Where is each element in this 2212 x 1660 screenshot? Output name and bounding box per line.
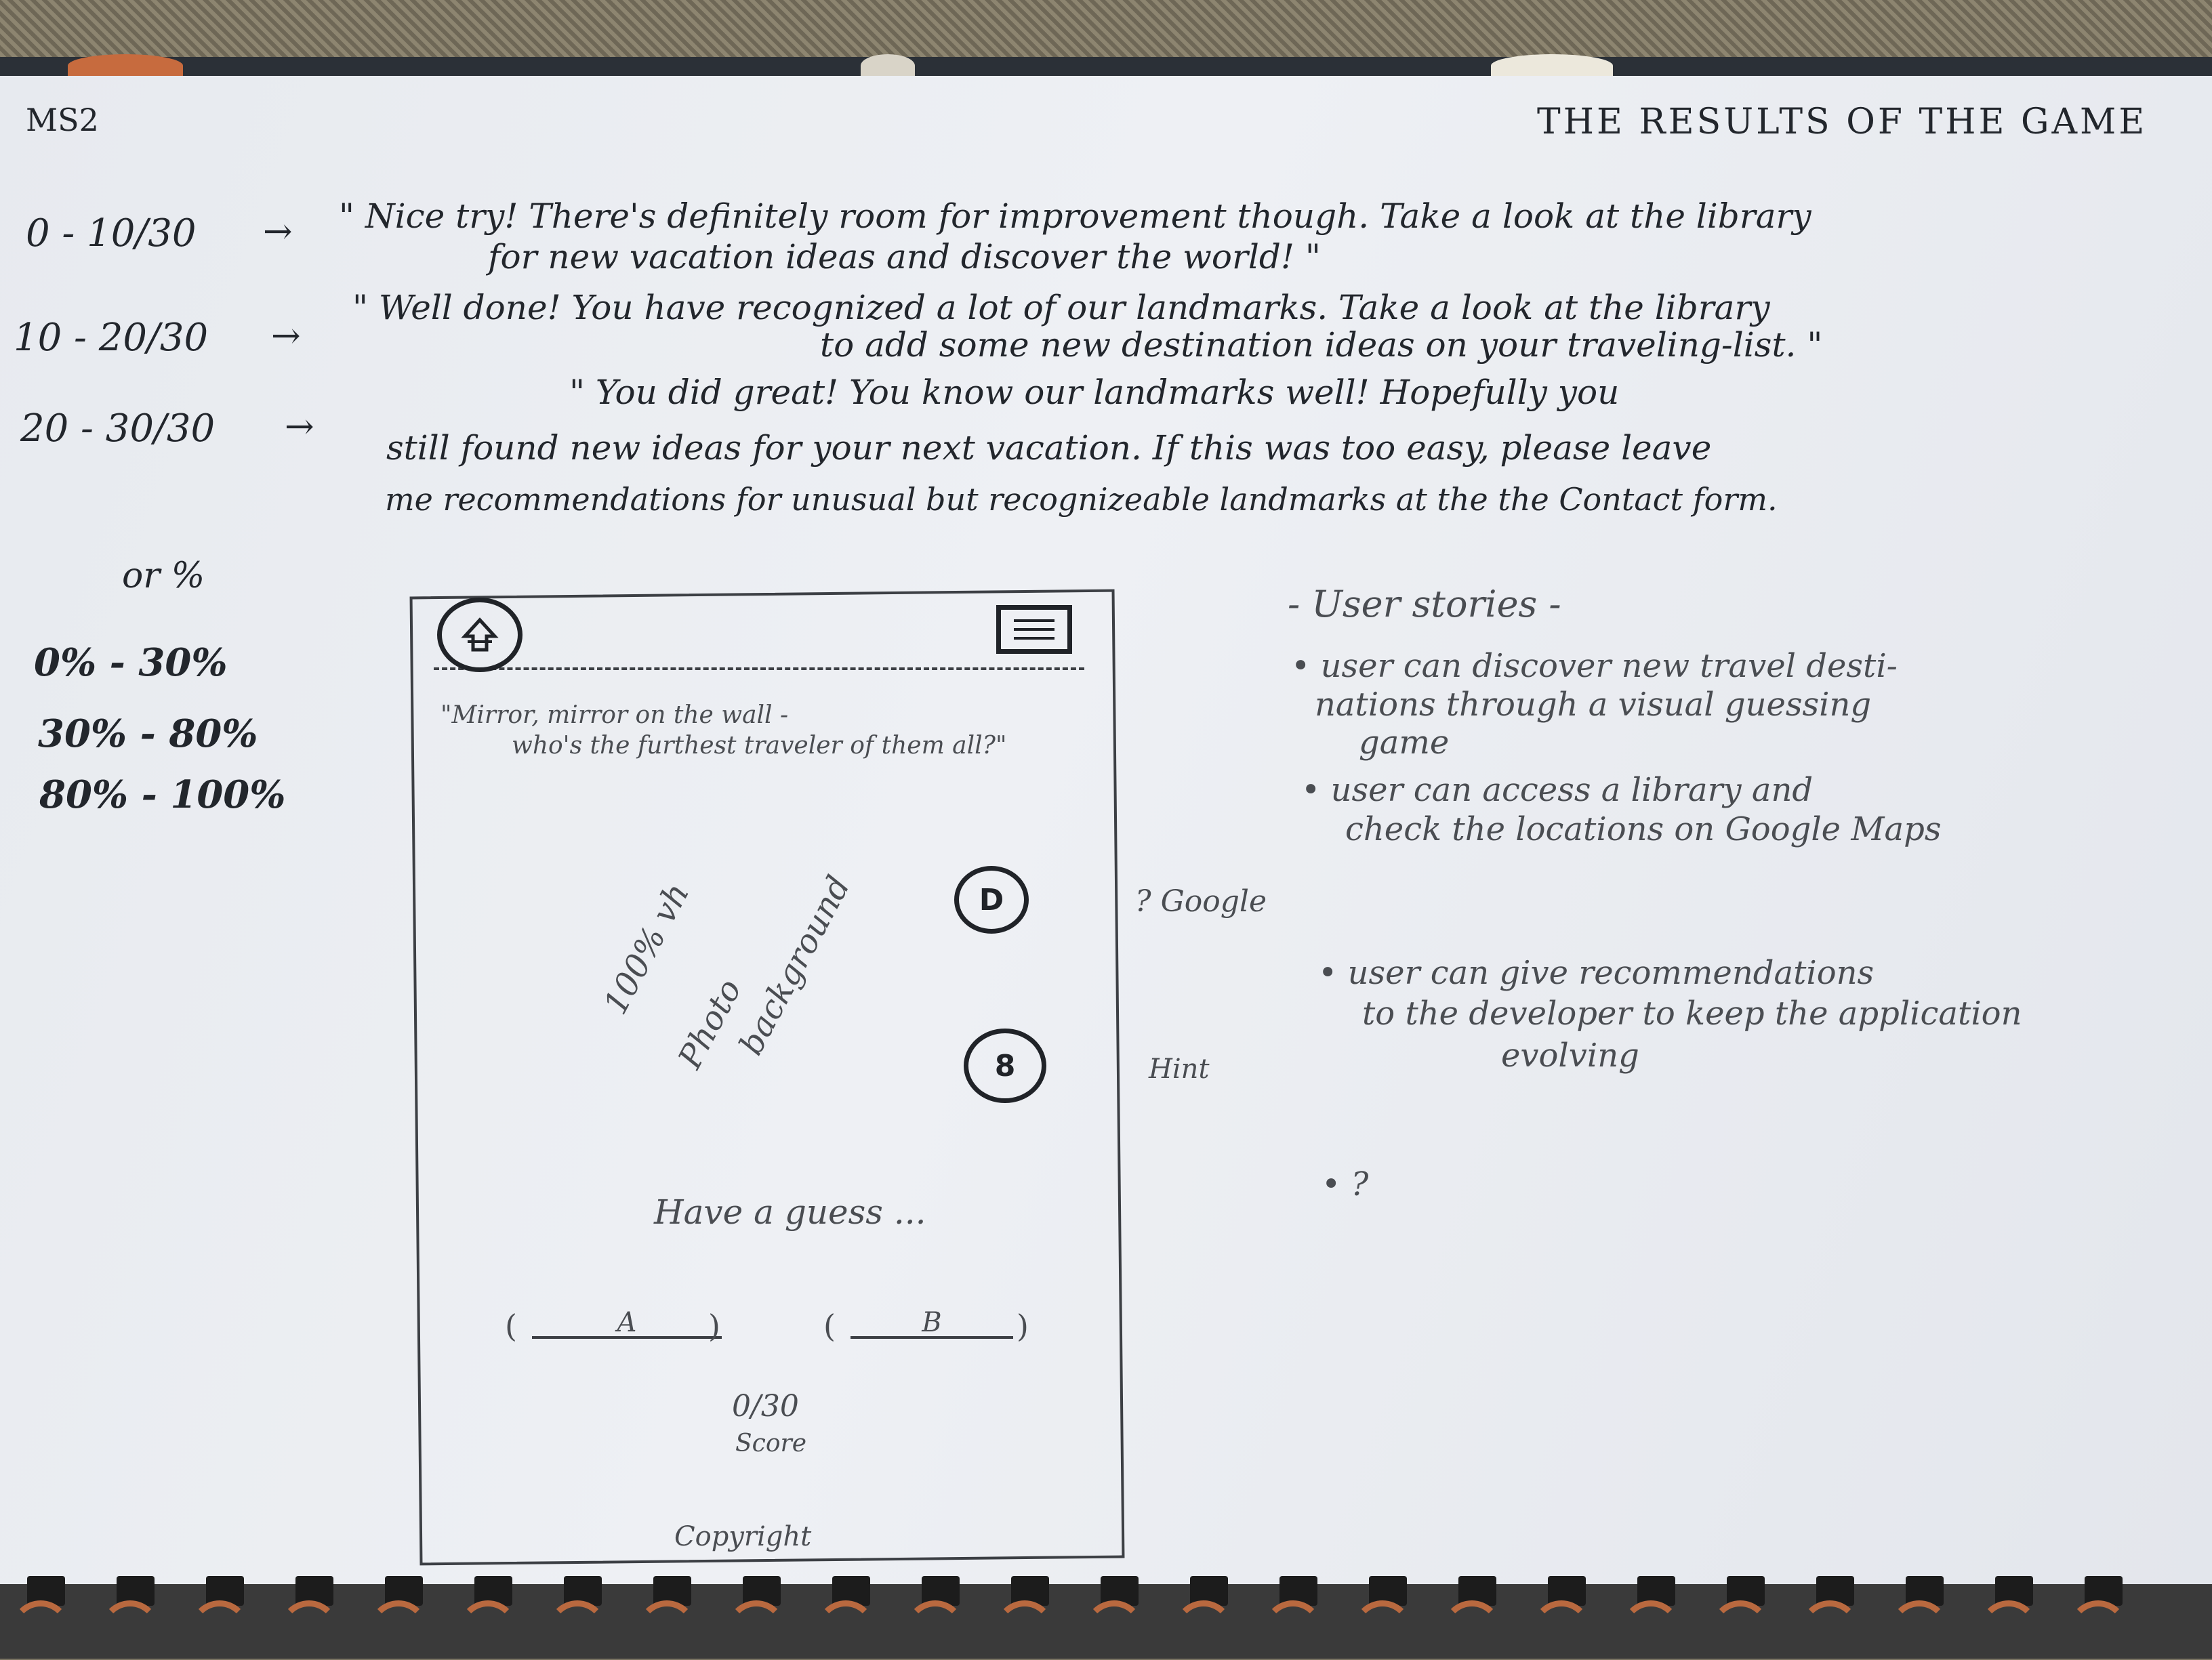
score-label: Score (735, 1430, 807, 1457)
hint-button[interactable]: 8 (964, 1029, 1046, 1103)
result-range-2: 10 - 20/30 (14, 316, 209, 360)
binding-ring (1711, 1576, 1770, 1606)
mockup-header-divider (434, 667, 1084, 670)
mockup-quote-line-1: "Mirror, mirror on the wall - (441, 701, 789, 729)
user-story-3-line-3: evolving (1501, 1037, 1639, 1075)
user-story-2-line-1: • user can access a library and (1301, 771, 1814, 809)
binding-ring (369, 1576, 428, 1606)
arrow-icon: → (271, 316, 301, 356)
user-story-3-line-1: • user can give recommendations (1318, 954, 1875, 992)
percent-item: 80% - 100% (39, 772, 286, 817)
result-message-3-line-1: " You did great! You know our landmarks … (569, 373, 1620, 412)
binding-ring (1621, 1576, 1681, 1606)
binding-ring (1532, 1576, 1591, 1606)
user-story-1-line-3: game (1359, 724, 1450, 762)
arrow-icon: → (263, 211, 293, 252)
binding-ring (726, 1576, 786, 1606)
binding-ring (458, 1576, 518, 1606)
answer-bracket: ( (505, 1308, 517, 1344)
binding-ring (637, 1576, 697, 1606)
user-story-4: • ? (1322, 1165, 1369, 1203)
binder-clip (861, 54, 915, 77)
result-message-3-line-2: still found new ideas for your next vaca… (386, 428, 1712, 468)
hamburger-menu-icon[interactable] (996, 605, 1072, 654)
binding-ring (279, 1576, 339, 1606)
percent-heading: or % (122, 556, 205, 596)
result-range-3: 20 - 30/30 (20, 407, 216, 451)
binding-ring (1263, 1576, 1323, 1606)
carpet-background (0, 0, 2212, 68)
binder-clip (68, 54, 183, 77)
user-story-3-line-2: to the developer to keep the application (1362, 995, 2022, 1033)
hint-annotation: Hint (1149, 1054, 1210, 1085)
score-value: 0/30 (732, 1389, 799, 1424)
binding-ring (1353, 1576, 1412, 1606)
spiral-binding (0, 1576, 2212, 1659)
binding-ring (548, 1576, 607, 1606)
binding-ring (100, 1576, 160, 1606)
answer-a-button[interactable]: A (532, 1307, 722, 1339)
page-title: THE RESULTS OF THE GAME (1537, 102, 2148, 142)
user-stories-heading: - User stories - (1288, 583, 1561, 625)
mockup-footer: Copyright (674, 1521, 812, 1552)
user-story-1-line-1: • user can discover new travel desti- (1291, 647, 1898, 685)
binder-clip (1491, 54, 1613, 77)
google-annotation: ? Google (1135, 884, 1267, 919)
user-story-1-line-2: nations through a visual guessing (1315, 686, 1872, 724)
result-message-2-line-2: to add some new destination ideas on you… (820, 325, 1823, 365)
binding-ring (1800, 1576, 1860, 1606)
result-message-1-line-1: " Nice try! There's definitely room for … (339, 196, 1811, 236)
user-story-2-line-2: check the locations on Google Maps (1345, 810, 1942, 848)
mockup-quote-line-2: who's the furthest traveler of them all?… (512, 732, 1007, 760)
arrow-icon: → (285, 407, 314, 447)
result-message-2-line-1: " Well done! You have recognized a lot o… (352, 288, 1770, 327)
binding-ring (2068, 1576, 2128, 1606)
location-pin-icon: D (979, 882, 1004, 917)
binding-ring (1889, 1576, 1949, 1606)
google-maps-button[interactable]: D (954, 866, 1029, 934)
guess-prompt: Have a guess ... (654, 1192, 926, 1232)
percent-item: 0% - 30% (34, 640, 228, 685)
binding-ring (995, 1576, 1054, 1606)
result-message-1-line-2: for new vacation ideas and discover the … (488, 237, 1321, 276)
binding-ring (190, 1576, 249, 1606)
binding-ring (11, 1576, 70, 1606)
binding-ring (905, 1576, 965, 1606)
answer-b-button[interactable]: B (851, 1307, 1013, 1339)
binding-ring (816, 1576, 876, 1606)
binding-ring (1979, 1576, 2039, 1606)
page-label: MS2 (26, 102, 99, 138)
home-arrow-icon (461, 617, 499, 652)
answer-bracket: ) (708, 1308, 720, 1344)
notebook-page (0, 76, 2212, 1584)
result-message-3-line-3: me recommendations for unusual but recog… (385, 481, 1778, 518)
binding-ring (1442, 1576, 1502, 1606)
percent-item: 30% - 80% (38, 711, 258, 756)
answer-bracket: ) (1017, 1308, 1029, 1344)
home-button[interactable] (437, 598, 523, 672)
binding-ring (1084, 1576, 1144, 1606)
binding-ring (1174, 1576, 1233, 1606)
result-range-1: 0 - 10/30 (26, 211, 197, 255)
answer-bracket: ( (823, 1308, 836, 1344)
lightbulb-icon: 8 (994, 1048, 1016, 1083)
